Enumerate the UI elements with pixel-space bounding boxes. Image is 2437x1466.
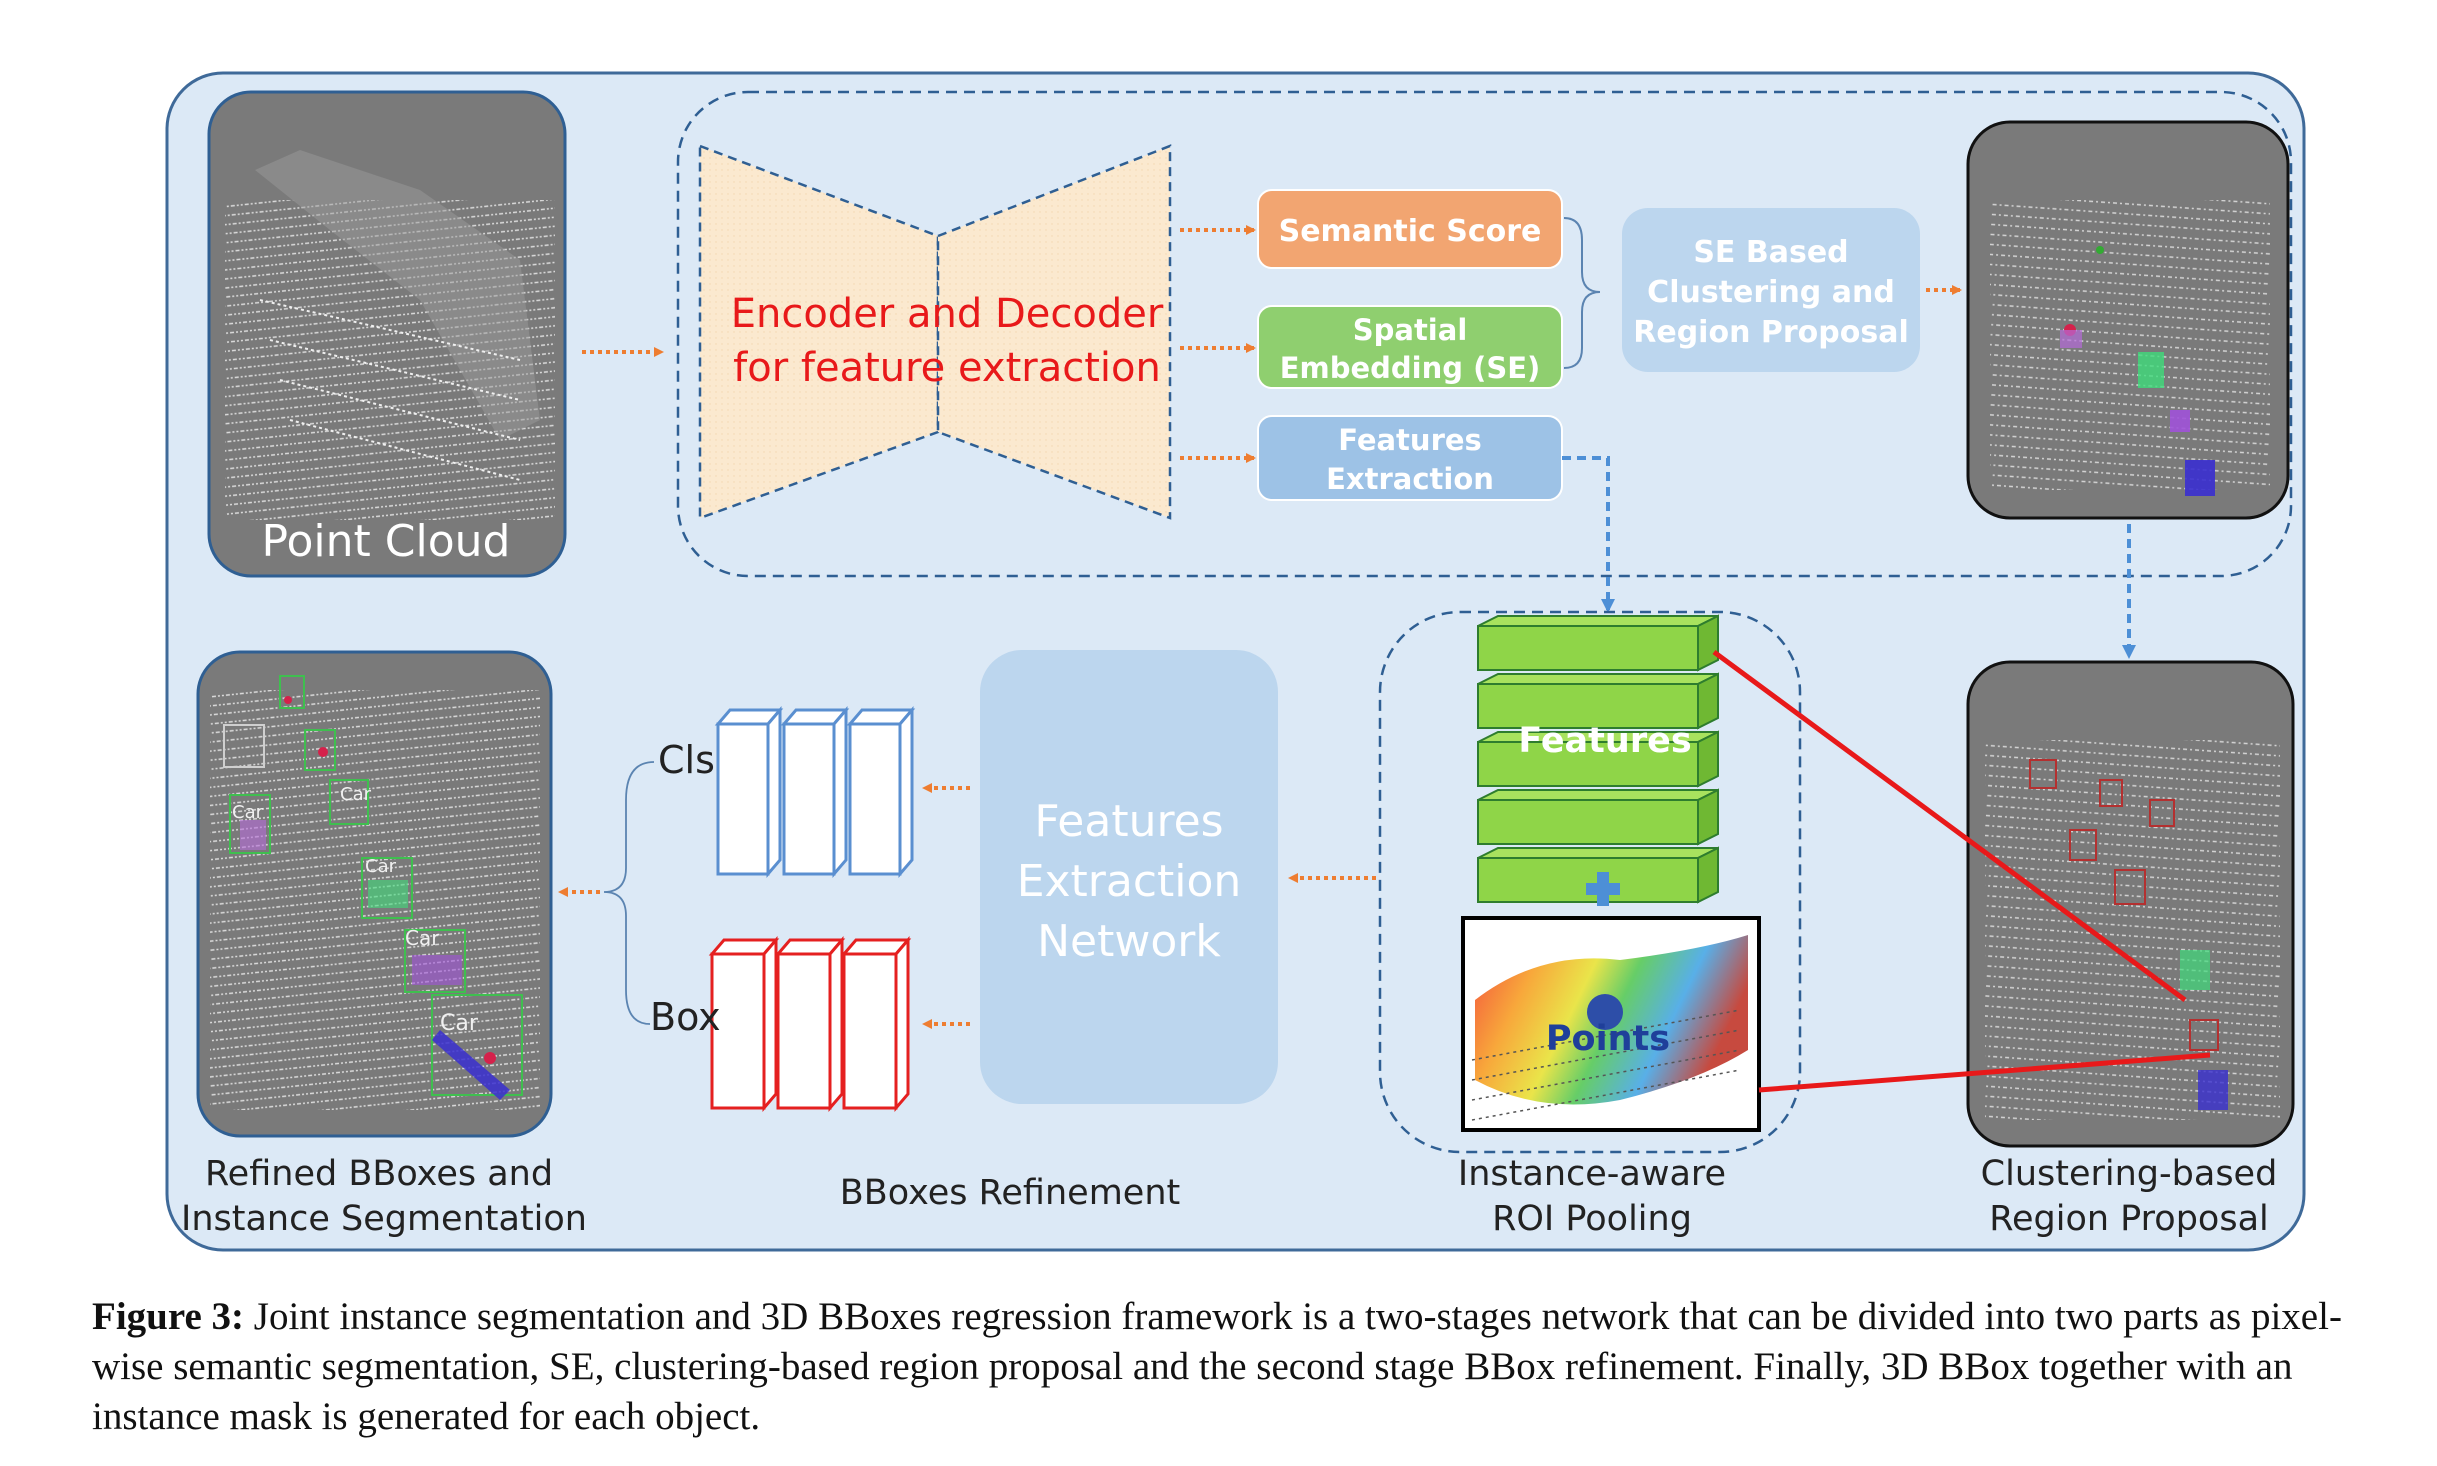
cls-label: Cls <box>658 738 715 782</box>
cls-blocks <box>714 705 916 879</box>
points-image: Points <box>1461 916 1761 1132</box>
cls-block-side <box>832 705 848 879</box>
cls-block <box>782 722 836 876</box>
cls-block <box>716 722 770 876</box>
feature-stack <box>1477 614 1719 904</box>
cls-block-side <box>898 705 914 879</box>
feature-slab-side <box>1697 788 1719 846</box>
roi-pooling-group <box>1378 610 1802 1154</box>
feature-slab-side <box>1697 846 1719 904</box>
point-cloud-image: Point Cloud <box>207 90 567 578</box>
fe-network-line1: Features <box>1034 796 1223 847</box>
refined-image: Car Car Car Car Car <box>196 650 553 1138</box>
caption-refined-line1: Refined BBoxes and <box>205 1154 553 1194</box>
se-label-line2: Embedding (SE) <box>1280 351 1541 385</box>
se-label-line1: Spatial <box>1353 313 1468 347</box>
feature-slab-side <box>1697 614 1719 672</box>
se-clustering-box: SE Based Clustering and Region Proposal <box>1622 208 1920 372</box>
clustering-image <box>1966 660 2295 1148</box>
cls-block <box>848 722 902 876</box>
box-block-side <box>828 935 844 1113</box>
feature-slab-top <box>1477 789 1719 801</box>
encoder-decoder-block: Encoder and Decoder for feature extracti… <box>698 144 1172 520</box>
car-tag-1: Car <box>232 802 264 823</box>
caption-clustering-line1: Clustering-based <box>1981 1154 2278 1194</box>
box-block <box>842 952 898 1110</box>
points-label: Points <box>1546 1019 1670 1059</box>
point-cloud-label: Point Cloud <box>262 516 511 567</box>
feature-slab-top <box>1477 673 1719 685</box>
box-label: Box <box>650 995 721 1039</box>
fe-network-line2: Extraction <box>1017 856 1242 907</box>
se-clustering-line1: SE Based <box>1693 235 1848 270</box>
cls-box-brace <box>603 761 655 1025</box>
features-extraction-line2: Extraction <box>1326 462 1494 496</box>
caption-refined-line2: Instance Segmentation <box>181 1199 587 1239</box>
feature-slab <box>1477 683 1699 729</box>
car-tag-3: Car <box>365 856 397 877</box>
feature-slab-top <box>1477 847 1719 859</box>
feature-slab <box>1477 625 1699 671</box>
semantic-score-box: Semantic Score <box>1257 189 1563 269</box>
box-blocks <box>708 935 912 1113</box>
arrow-features-to-roi <box>1562 456 1615 613</box>
features-extraction-box: Features Extraction <box>1257 415 1563 501</box>
figure-caption: Figure 3: Joint instance segmentation an… <box>92 1292 2382 1442</box>
box-block-side <box>894 935 910 1113</box>
box-block-side <box>762 935 778 1113</box>
encoder-decoder-line2: for feature extraction <box>733 345 1161 391</box>
feature-slab <box>1477 741 1699 787</box>
features-stack-label: Features <box>1518 721 1691 761</box>
box-block <box>776 952 832 1110</box>
merge-brace <box>1563 217 1601 369</box>
caption-roi-line2: ROI Pooling <box>1492 1199 1692 1239</box>
feature-slab <box>1477 799 1699 845</box>
fe-network-line3: Network <box>1037 916 1221 967</box>
se-clustering-line2: Clustering and <box>1647 275 1895 310</box>
plus-icon <box>1586 872 1620 906</box>
red-link-features <box>1712 649 2187 1003</box>
figure-caption-label: Figure 3: <box>92 1295 245 1338</box>
caption-clustering-line2: Region Proposal <box>1989 1199 2269 1239</box>
car-tag-5: Car <box>440 1011 479 1036</box>
figure-caption-text: Joint instance segmentation and 3D BBoxe… <box>92 1295 2342 1438</box>
features-extraction-line1: Features <box>1338 423 1482 457</box>
feature-slab-top <box>1477 615 1719 627</box>
se-clustering-line3: Region Proposal <box>1633 315 1908 350</box>
car-tag-2: Car <box>340 784 372 805</box>
semantic-score-label: Semantic Score <box>1279 214 1542 249</box>
encoder-decoder-line1: Encoder and Decoder <box>731 291 1164 337</box>
red-link-points <box>1758 1052 2211 1093</box>
fe-network-box: Features Extraction Network <box>980 650 1278 1104</box>
car-tag-4: Car <box>405 926 440 950</box>
caption-bbox-refinement: BBoxes Refinement <box>840 1173 1180 1213</box>
box-block <box>710 952 766 1110</box>
region-proposal-image <box>1966 120 2290 520</box>
cls-block-side <box>766 705 782 879</box>
first-stage-group <box>676 90 2293 578</box>
feature-slab-side <box>1697 730 1719 788</box>
spatial-embedding-box: Spatial Embedding (SE) <box>1257 305 1563 389</box>
feature-slab <box>1477 857 1699 903</box>
caption-roi-line1: Instance-aware <box>1458 1154 1726 1194</box>
feature-slab-side <box>1697 672 1719 730</box>
